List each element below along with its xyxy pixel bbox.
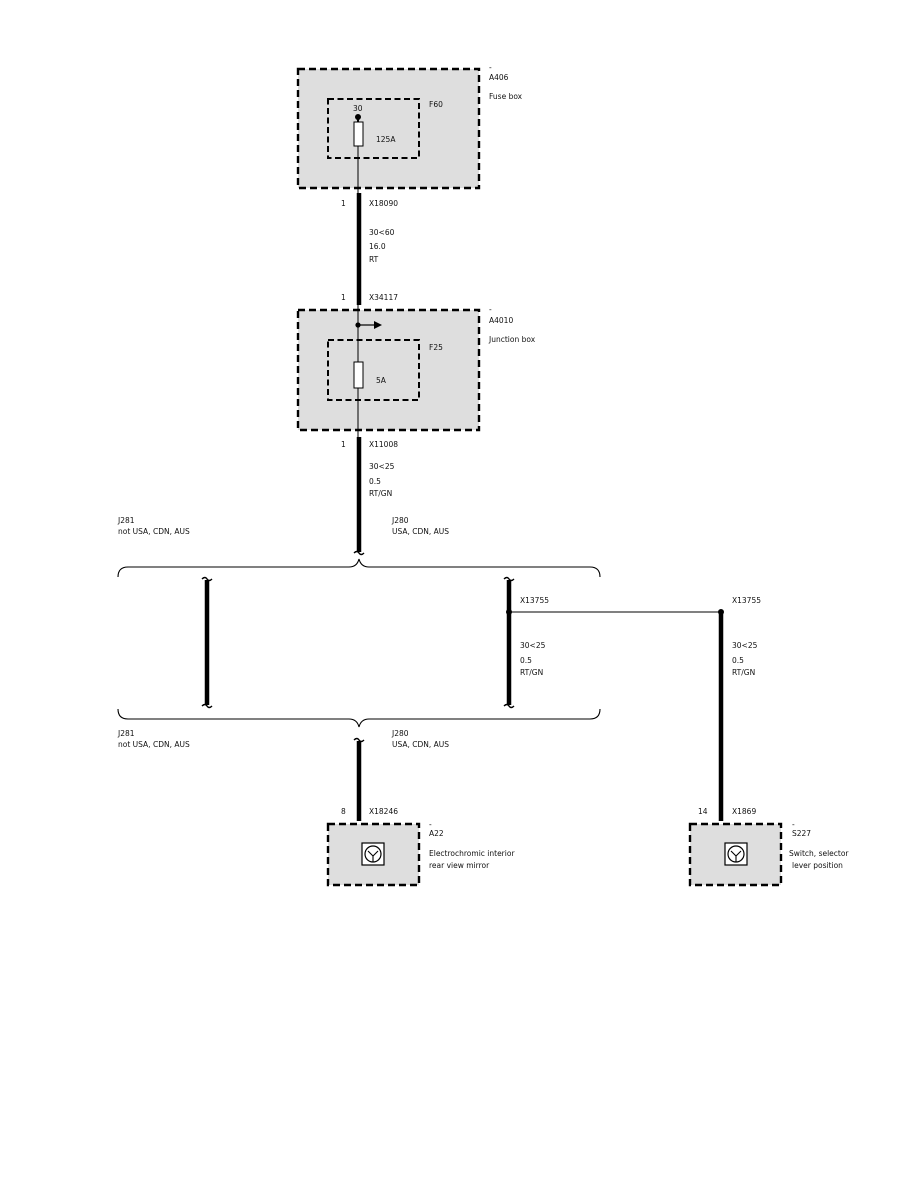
connector-x11008-pin: 1 bbox=[341, 440, 346, 449]
variant-j280-bottom-code: J280 bbox=[391, 729, 409, 738]
component-s227-outline bbox=[688, 822, 783, 887]
connector-x18246-pin: 8 bbox=[341, 807, 346, 816]
fuse-box-a406-name: Fuse box bbox=[489, 92, 523, 101]
wire-break-mark bbox=[353, 737, 365, 743]
variant-j280-top-code: J280 bbox=[391, 516, 409, 525]
connector-x18090-id: X18090 bbox=[369, 199, 398, 208]
wire-w4-circuit: 30<25 bbox=[732, 641, 758, 650]
wire-break-mark bbox=[201, 576, 213, 582]
fuse-f25-outline bbox=[327, 339, 420, 401]
component-tick: - bbox=[429, 820, 432, 829]
connector-x1869-pin: 14 bbox=[698, 807, 708, 816]
wire-w1-size: 16.0 bbox=[369, 242, 386, 251]
variant-j280-top-desc: USA, CDN, AUS bbox=[392, 527, 449, 536]
component-a22: - A22 Electrochromic interior rear view … bbox=[326, 820, 515, 887]
component-a22-name-line2: rear view mirror bbox=[429, 861, 490, 870]
component-tick: - bbox=[792, 820, 795, 829]
wire-break-mark bbox=[503, 703, 515, 709]
component-tick: - bbox=[489, 63, 492, 72]
connector-x34117-id: X34117 bbox=[369, 293, 398, 302]
variant-j280-bottom-desc: USA, CDN, AUS bbox=[392, 740, 449, 749]
wire-w3-circuit: 30<25 bbox=[520, 641, 546, 650]
variant-j281-top-desc: not USA, CDN, AUS bbox=[118, 527, 190, 536]
component-tick: - bbox=[489, 305, 492, 314]
connector-x18246-id: X18246 bbox=[369, 807, 398, 816]
wire-break-mark bbox=[353, 550, 365, 556]
component-a22-name-line1: Electrochromic interior bbox=[429, 849, 515, 858]
fuse-f60-icon bbox=[353, 121, 364, 147]
wire-w2-circuit: 30<25 bbox=[369, 462, 395, 471]
junction-box-a4010-name: Junction box bbox=[488, 335, 536, 344]
arrow-right-icon bbox=[374, 321, 382, 329]
wire-w2-color: RT/GN bbox=[369, 489, 392, 498]
junction-box-a4010-id: A4010 bbox=[489, 316, 513, 325]
connector-x11008-id: X11008 bbox=[369, 440, 398, 449]
fuse-box-a406-outline bbox=[296, 67, 481, 190]
wire-break-mark bbox=[201, 703, 213, 709]
fuse-box-a406-id: A406 bbox=[489, 73, 509, 82]
fuse-f25-icon bbox=[353, 361, 364, 389]
variant-j281-bottom-code: J281 bbox=[117, 729, 135, 738]
fuse-f60-label: F60 bbox=[429, 100, 443, 109]
variant-j281-bottom-desc: not USA, CDN, AUS bbox=[118, 740, 190, 749]
wire-w4-size: 0.5 bbox=[732, 656, 744, 665]
wire-w1-circuit: 30<60 bbox=[369, 228, 395, 237]
load-symbol-mark bbox=[730, 850, 742, 862]
connector-x34117-pin: 1 bbox=[341, 293, 346, 302]
connector-x18090-pin: 1 bbox=[341, 199, 346, 208]
variant-brace-top bbox=[117, 558, 601, 578]
component-s227-name-line1: Switch, selector bbox=[789, 849, 849, 858]
fuse-f60-pin-label: 30 bbox=[353, 104, 363, 113]
fuse-box-a406: 30 125A F60 - A406 Fuse box bbox=[296, 63, 523, 190]
wire-w4-color: RT/GN bbox=[732, 668, 755, 677]
wire-w2-size: 0.5 bbox=[369, 477, 381, 486]
connector-x1869-id: X1869 bbox=[732, 807, 756, 816]
connector-x13755-left-id: X13755 bbox=[520, 596, 549, 605]
fuse-f60-rating: 125A bbox=[376, 135, 396, 144]
load-symbol-mark bbox=[367, 850, 379, 862]
fuse-f25-label: F25 bbox=[429, 343, 443, 352]
component-s227-name-line2: lever position bbox=[792, 861, 843, 870]
connector-x13755-right-id: X13755 bbox=[732, 596, 761, 605]
wire-w3-size: 0.5 bbox=[520, 656, 532, 665]
component-s227-id: S227 bbox=[792, 829, 811, 838]
component-s227: - S227 Switch, selector lever position bbox=[688, 820, 849, 887]
wire-w3-color: RT/GN bbox=[520, 668, 543, 677]
component-a22-id: A22 bbox=[429, 829, 444, 838]
wire-w1-color: RT bbox=[369, 255, 379, 264]
fuse-f60-outline bbox=[327, 98, 420, 159]
variant-j281-top-code: J281 bbox=[117, 516, 135, 525]
fuse-f25-rating: 5A bbox=[376, 376, 387, 385]
junction-box-a4010: 5A F25 - A4010 Junction box bbox=[296, 305, 536, 437]
wire-break-mark bbox=[503, 576, 515, 582]
junction-box-a4010-outline bbox=[296, 308, 481, 432]
variant-brace-bottom bbox=[117, 708, 601, 728]
